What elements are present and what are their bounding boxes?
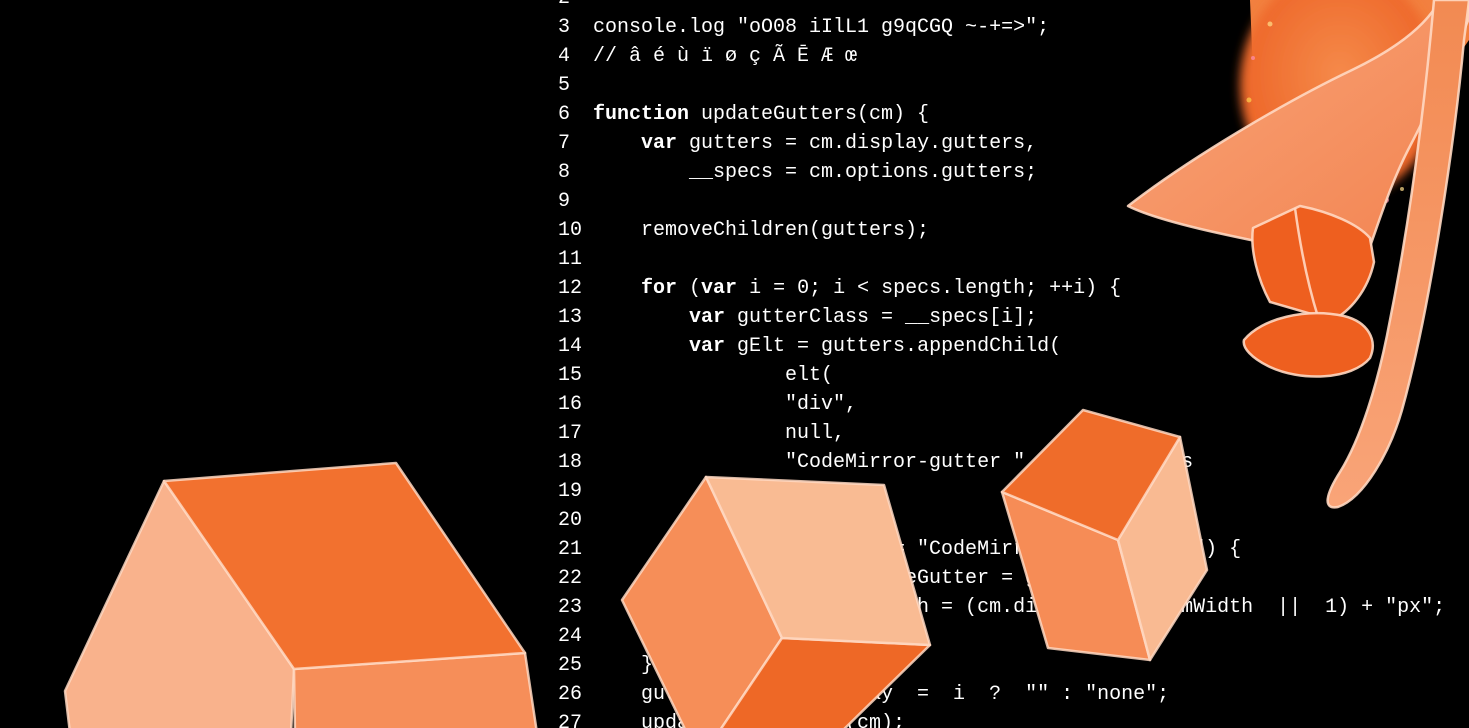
line-number: 24: [558, 625, 583, 648]
small-right-cube-top-face: [1000, 408, 1182, 542]
line-number: 27: [558, 712, 583, 728]
grain-speckle: [1267, 21, 1273, 27]
line-number: 13: [558, 306, 583, 329]
code-line: 9: [558, 187, 593, 216]
line-number: 10: [558, 219, 583, 242]
bottom-left-cube: [63, 461, 538, 728]
code-text: "div",: [593, 393, 858, 416]
line-number: 23: [558, 596, 583, 619]
line-number: 8: [558, 161, 571, 184]
code-text: function updateGutters(cm) {: [593, 103, 930, 126]
code-line: 17 null,: [558, 419, 845, 448]
line-number: 21: [558, 538, 583, 561]
grain-speckle: [1400, 187, 1404, 191]
line-number: 26: [558, 683, 583, 706]
line-number: 25: [558, 654, 583, 677]
code-line: 8 __specs = cm.options.gutters;: [558, 158, 1037, 187]
code-text: // â é ù ï ø ç Ã Ē Æ œ: [593, 45, 858, 68]
held-block: [1251, 204, 1376, 322]
bottom-left-cube-top-face: [162, 461, 527, 671]
code-text: console.log "oO08 iIlL1 g9qCGQ ~-+=>";: [593, 16, 1050, 39]
small-right-cube: [1000, 408, 1209, 662]
code-text: var gElt = gutters.appendChild(: [689, 335, 1062, 358]
thumb-swoosh: [1242, 312, 1374, 378]
code-text: null,: [593, 422, 846, 445]
line-number: 4: [558, 45, 571, 68]
code-text: __specs = cm.options.gutters;: [593, 161, 1038, 184]
line-number: 15: [558, 364, 583, 387]
code-line: 15 elt(: [558, 361, 833, 390]
code-line: 2: [558, 0, 593, 13]
code-text: for (var i = 0; i < specs.length; ++i) {: [641, 277, 1122, 300]
code-line: 16 "div",: [558, 390, 857, 419]
long-finger: [1326, 0, 1469, 509]
line-number: 9: [558, 190, 571, 213]
code-line: 14 var gElt = gutters.appendChild(: [558, 332, 1061, 361]
code-text: elt(: [593, 364, 834, 387]
grain-speckle: [1251, 56, 1255, 60]
code-line: 12 for (var i = 0; i < specs.length; ++i…: [558, 274, 1121, 303]
line-number: 11: [558, 248, 583, 271]
line-number: 17: [558, 422, 583, 445]
line-number: 2: [558, 0, 593, 13]
line-number: 12: [558, 277, 583, 300]
line-number: 7: [558, 132, 571, 155]
code-line: 3 console.log "oO08 iIlL1 g9qCGQ ~-+=>";: [558, 13, 1049, 42]
center-cube: [620, 475, 932, 728]
line-number: 22: [558, 567, 583, 590]
code-line: 13 var gutterClass = __specs[i];: [558, 303, 1037, 332]
line-number: 20: [558, 509, 583, 532]
line-number: 14: [558, 335, 583, 358]
held-block-crease: [1293, 207, 1320, 318]
line-number: 18: [558, 451, 583, 474]
code-line: 7 var gutters = cm.display.gutters,: [558, 129, 1037, 158]
code-line: 5: [558, 71, 593, 100]
line-number: 16: [558, 393, 583, 416]
grain-speckle: [1246, 97, 1252, 103]
code-line: 6 function updateGutters(cm) {: [558, 100, 929, 129]
code-text: var gutterClass = __specs[i];: [689, 306, 1038, 329]
code-text: var gutters = cm.display.gutters,: [641, 132, 1038, 155]
code-text: removeChildren(gutters);: [593, 219, 930, 242]
code-line: 10 removeChildren(gutters);: [558, 216, 929, 245]
code-line: 11: [558, 245, 593, 274]
code-line: 4 // â é ù ï ø ç Ã Ē Æ œ: [558, 42, 857, 71]
line-number: 5: [558, 74, 571, 97]
line-number: 19: [558, 480, 583, 503]
line-number: 6: [558, 103, 571, 126]
line-number: 3: [558, 16, 571, 39]
center-cube-top-face: [704, 475, 932, 647]
